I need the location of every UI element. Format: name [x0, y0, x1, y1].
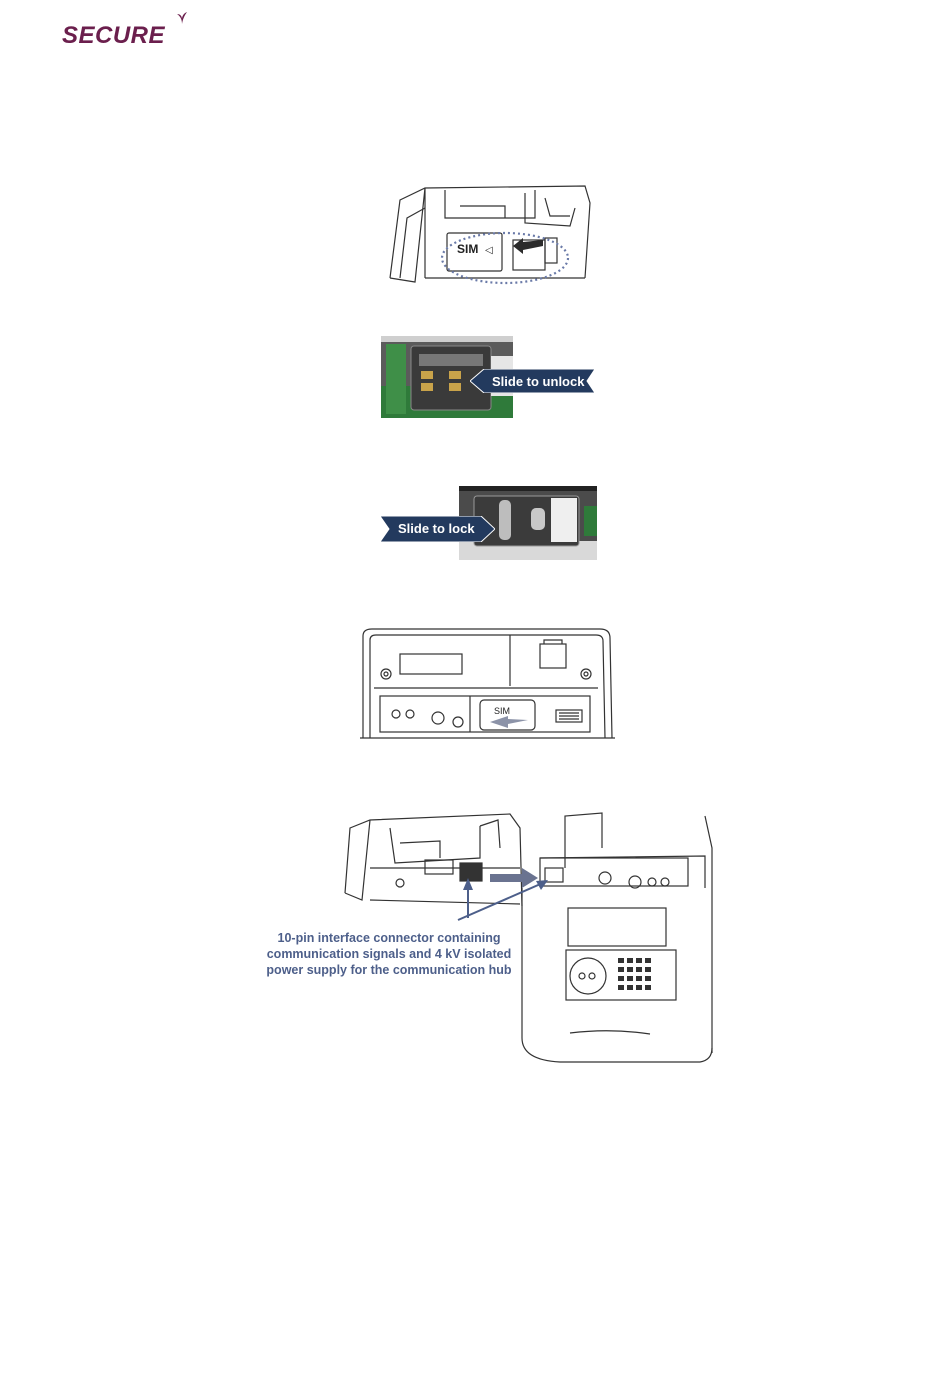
figure-sim-cover: SIM ◁: [385, 178, 595, 288]
sim-inserted-label: SIM: [494, 706, 510, 716]
hub-annotation-line-3: power supply for the communication hub: [255, 962, 523, 978]
unlock-callout-label: Slide to unlock: [492, 375, 584, 388]
logo-sprout-icon: [174, 10, 190, 26]
hub-annotation: 10-pin interface connector containing co…: [255, 930, 523, 978]
sim-cover-label: SIM: [457, 242, 478, 256]
svg-text:◁: ◁: [485, 245, 493, 256]
figure-sim-inserted: SIM: [360, 626, 615, 741]
logo-text: SECURE: [62, 22, 165, 50]
hub-annotation-line-1: 10-pin interface connector containing: [255, 930, 523, 946]
hub-annotation-line-2: communication signals and 4 kV isolated: [255, 946, 523, 962]
lock-callout-label: Slide to lock: [398, 522, 475, 535]
secure-logo: SECURE: [62, 10, 192, 50]
